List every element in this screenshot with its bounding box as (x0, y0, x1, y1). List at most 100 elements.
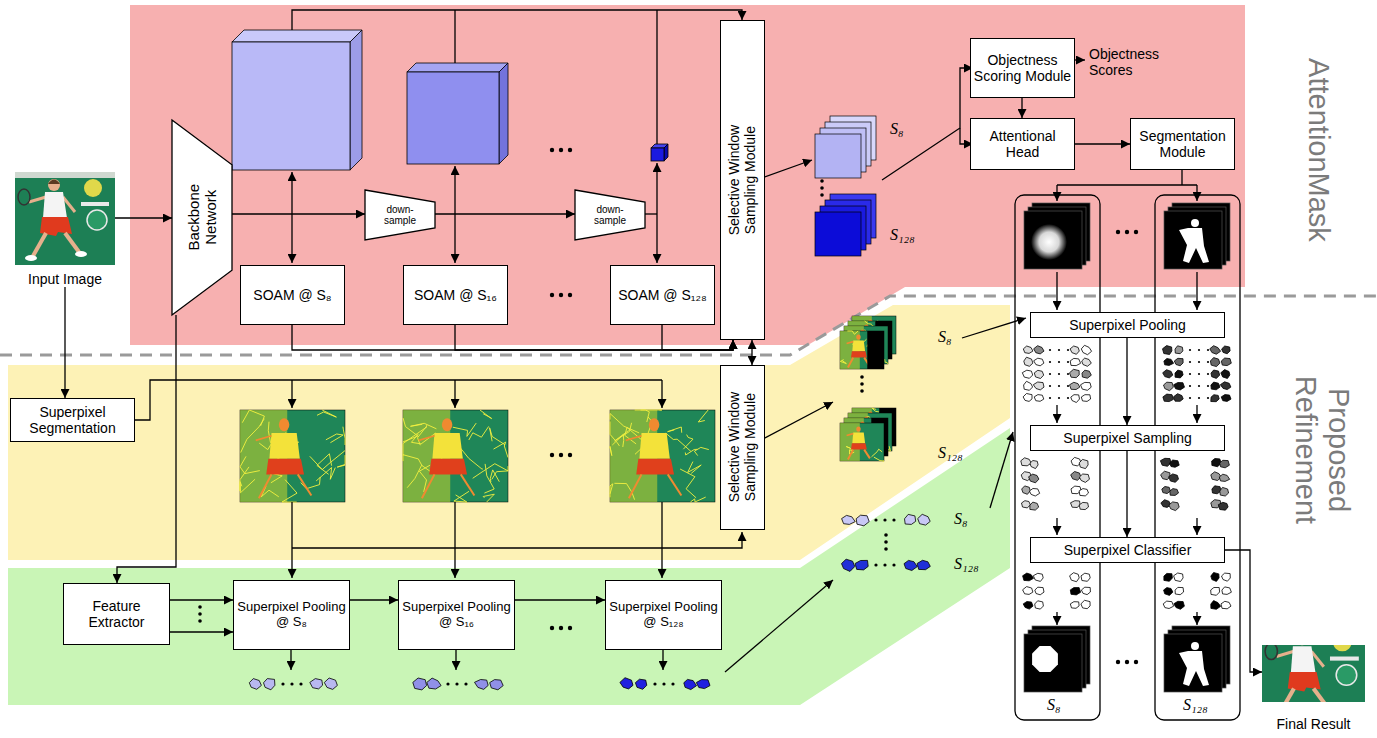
superpixel-edge (483, 494, 494, 502)
pooling-box: Superpixel Pooling @ S₁₂₈ (605, 580, 722, 650)
flow-line (1057, 184, 1197, 185)
flow-line (725, 580, 833, 672)
superpixel-icon (1210, 346, 1221, 355)
superpixel-icon (1218, 502, 1228, 510)
superpixel-edge (403, 455, 422, 466)
figure (851, 443, 867, 449)
photo-detail (84, 179, 102, 197)
superpixel-icon (1081, 345, 1091, 354)
figure (279, 418, 290, 431)
ellipsis-dots (820, 193, 824, 197)
connector (292, 325, 733, 350)
superpixel-icon (1024, 381, 1033, 390)
flow-line (1196, 405, 1197, 423)
superpixel-edge (411, 433, 435, 444)
soam-box: SOAM @ S₈ (240, 265, 345, 325)
superpixel-icon (1070, 588, 1080, 595)
flow-line (656, 10, 657, 144)
ellipsis-dots (1134, 230, 1138, 234)
superpixel-icon (1222, 587, 1232, 595)
ellipsis-dots (559, 293, 563, 297)
superpixel-edge (668, 427, 682, 433)
superpixel-icon (856, 515, 869, 526)
superpixel-icon (1174, 573, 1184, 582)
process-box: Superpixel Segmentation (10, 398, 135, 442)
ellipsis-dots (1198, 349, 1200, 351)
photo-detail (1296, 633, 1308, 645)
figure (668, 474, 682, 495)
ellipsis-dots (1058, 373, 1060, 375)
photo-detail (15, 172, 115, 178)
ellipsis-dots (559, 453, 563, 457)
ellipsis-dots (1049, 373, 1051, 375)
process-box: Objectness Scoring Module (970, 38, 1075, 98)
photo-detail (1291, 646, 1316, 673)
ellipsis-dots (860, 382, 864, 386)
superpixel-icon (1211, 601, 1221, 610)
ellipsis-dots (892, 518, 895, 521)
photo-detail (1281, 688, 1294, 712)
superpixel-icon (1221, 370, 1230, 379)
superpixel-icon (1082, 358, 1092, 366)
superpixel-edge (240, 479, 255, 493)
mask-image (1024, 211, 1082, 269)
photo-detail (87, 210, 107, 230)
superpixel-icon (1024, 357, 1033, 366)
superpixel-edge (469, 426, 489, 440)
superpixel-icon (1023, 346, 1033, 353)
node-label: Selective Window Sampling Module (726, 378, 758, 518)
ellipsis-dots (671, 682, 674, 685)
ellipsis-dots (1125, 660, 1129, 664)
superpixel-icon (1079, 474, 1089, 482)
flow-line (454, 380, 455, 408)
figure (847, 434, 854, 436)
node-label: SOAM @ S₈ (253, 287, 331, 303)
feature-map (232, 42, 350, 170)
ellipsis-dots (1207, 361, 1209, 363)
photo-detail (18, 189, 30, 205)
superpixel-icon (1160, 458, 1171, 466)
figure (256, 436, 272, 441)
ellipsis-dots (884, 533, 888, 537)
superpixel-edge (685, 449, 697, 455)
photo-detail (75, 251, 87, 257)
photo-detail (43, 192, 67, 218)
ellipsis-dots (446, 682, 449, 685)
ellipsis-dots (455, 682, 458, 685)
superpixel-edge (240, 467, 249, 491)
flow-line (882, 68, 973, 180)
superpixel-edge (240, 456, 260, 473)
superpixel-icon (1070, 382, 1080, 389)
connector (170, 599, 233, 600)
section-title: AttentionMask (1301, 58, 1334, 242)
flow-line (1196, 518, 1197, 535)
superpixel-icon (1030, 461, 1038, 469)
refinement-step: Superpixel Sampling (1030, 425, 1225, 451)
ellipsis-dots (1058, 397, 1060, 399)
node-label: Input Image (28, 271, 102, 287)
scale-label: S₈ (938, 328, 952, 346)
superpixel-edge (490, 428, 505, 445)
superpixel-icon (1211, 370, 1220, 378)
superpixel-band (8, 305, 1010, 560)
superpixel-edge (641, 410, 650, 422)
downsample-block: down-sample (575, 190, 645, 240)
ellipsis-dots (281, 682, 284, 685)
superpixel-icon (1211, 588, 1220, 596)
superpixel-icon (1070, 573, 1080, 582)
superpixel-icon (1033, 382, 1044, 390)
ellipsis-dots (1198, 397, 1200, 399)
figure (852, 341, 865, 352)
flow-line (990, 432, 1013, 508)
superpixel-icon (1035, 601, 1044, 609)
node-label: Selective Window Sampling Module (726, 110, 758, 250)
ellipsis-dots (884, 547, 888, 551)
superpixel-icon (1175, 346, 1183, 354)
superpixel-edge (694, 447, 708, 455)
mask-shape (1179, 228, 1209, 263)
figure (636, 459, 674, 475)
photo (1262, 626, 1365, 722)
feature-map (664, 144, 668, 161)
figure (269, 433, 299, 459)
superpixel-edge (885, 359, 888, 364)
